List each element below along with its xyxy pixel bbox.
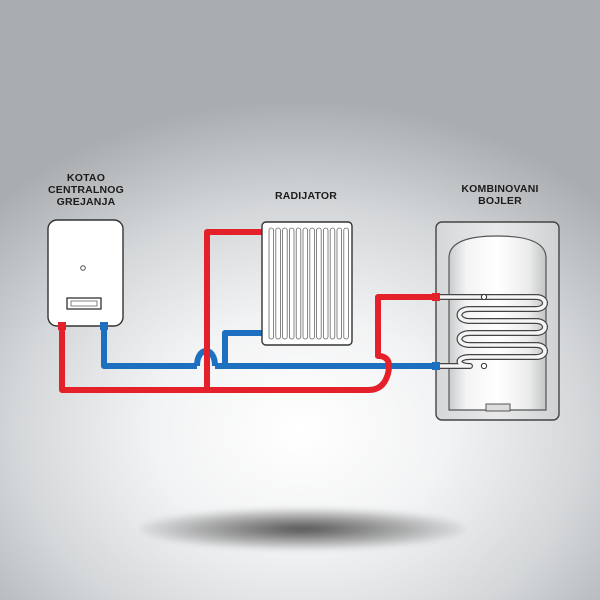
tank-label: KOMBINOVANI BOJLER bbox=[440, 183, 560, 207]
radiator-fin bbox=[336, 227, 342, 340]
tank-drain-port bbox=[485, 403, 511, 412]
radiator-supply-pipe bbox=[204, 229, 262, 390]
boiler-display-screen bbox=[70, 300, 98, 307]
tank-label-line-1: KOMBINOVANI bbox=[461, 183, 539, 195]
radiator-fin bbox=[302, 227, 308, 340]
boiler-return-pipe bbox=[101, 326, 197, 369]
radiator-fins bbox=[268, 227, 349, 340]
boiler-label-line-3: GREJANJA bbox=[56, 196, 116, 208]
boiler-supply-fitting bbox=[58, 322, 66, 330]
boiler-indicator-icon bbox=[80, 265, 86, 271]
combined-water-tank bbox=[432, 221, 560, 421]
radiator-fin bbox=[282, 227, 288, 340]
radiator-fin bbox=[322, 227, 329, 340]
radiator-fin bbox=[309, 227, 315, 340]
heating-coil bbox=[440, 293, 548, 370]
tank-coil-outlet bbox=[432, 362, 440, 370]
tank-label-line-2: BOJLER bbox=[478, 195, 522, 207]
radiator-label-line-1: RADIJATOR bbox=[274, 190, 338, 202]
coil-tube bbox=[440, 295, 547, 368]
radiator-fin bbox=[275, 227, 281, 340]
radiator bbox=[261, 221, 353, 346]
central-heating-boiler bbox=[47, 219, 124, 327]
radiator-fin bbox=[329, 227, 336, 340]
tank-supply-pipe bbox=[368, 294, 436, 393]
radiator-fin bbox=[268, 227, 274, 340]
hot-supply-pipes bbox=[59, 229, 436, 393]
boiler-label: KOTAO CENTRALNOG GREJANJA bbox=[36, 172, 136, 208]
radiator-label: RADIJATOR bbox=[256, 190, 356, 202]
radiator-fin bbox=[343, 227, 349, 340]
floor-shadow bbox=[140, 508, 465, 550]
boiler-supply-pipe bbox=[59, 326, 369, 393]
boiler-display bbox=[66, 297, 102, 310]
tank-coil-inlet bbox=[432, 293, 440, 301]
radiator-fin bbox=[295, 227, 302, 340]
radiator-return-pipe bbox=[222, 330, 262, 366]
coil-joint bbox=[480, 293, 488, 301]
boiler-label-line-1: KOTAO bbox=[66, 172, 106, 184]
boiler-return-fitting bbox=[100, 322, 108, 330]
boiler-body bbox=[47, 219, 124, 327]
coil-joint bbox=[480, 362, 488, 370]
radiator-fin bbox=[288, 227, 295, 340]
boiler-label-line-2: CENTRALNOG bbox=[47, 184, 125, 196]
radiator-fin bbox=[316, 227, 322, 340]
